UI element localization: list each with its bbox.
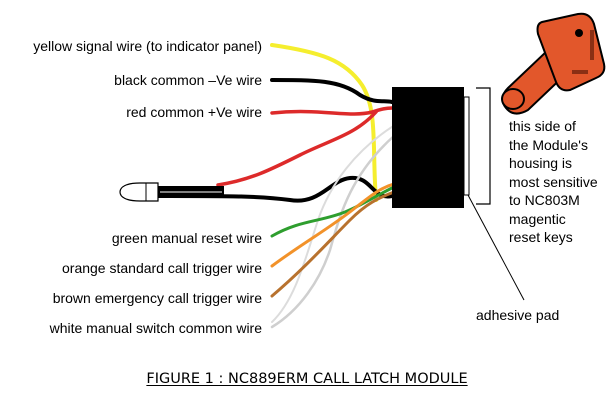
adhesive-pad — [463, 96, 470, 196]
green-wire — [270, 186, 394, 238]
white-wire — [270, 133, 397, 329]
side-note-line: this side of — [509, 118, 576, 134]
module-body — [392, 87, 464, 208]
adhesive-pad-label: adhesive pad — [476, 307, 560, 323]
orange-wire — [270, 182, 396, 268]
sensitive-side-note: this side of the Module's housing is mos… — [509, 117, 609, 247]
led-icon — [119, 182, 159, 202]
side-note-line: most sensitive — [509, 173, 598, 190]
side-note-line: to NC803M — [509, 192, 580, 208]
red-wire — [270, 106, 394, 116]
label-red-wire: red common +Ve wire — [126, 104, 262, 120]
label-black-wire: black common –Ve wire — [114, 72, 262, 88]
side-note-line: the Module's — [509, 136, 588, 153]
adhesive-pointer — [467, 194, 525, 301]
red-wire-loop — [216, 110, 378, 187]
side-note-line: magentic — [509, 210, 566, 227]
label-white-wire: white manual switch common wire — [49, 320, 262, 336]
label-green-wire: green manual reset wire — [111, 230, 262, 246]
black-wire-loop — [168, 175, 394, 203]
side-note-line: housing is — [509, 155, 573, 171]
label-yellow-wire: yellow signal wire (to indicator panel) — [33, 38, 262, 54]
label-brown-wire: brown emergency call trigger wire — [52, 290, 262, 306]
figure-caption: FIGURE 1 : NC889ERM CALL LATCH MODULE — [146, 371, 468, 387]
label-orange-wire: orange standard call trigger wire — [62, 260, 262, 276]
reset-key-icon — [501, 12, 606, 115]
black-wire — [270, 78, 394, 104]
brown-wire — [270, 190, 396, 298]
sensitive-side-bracket — [476, 87, 491, 205]
side-note-line: reset keys — [509, 229, 573, 245]
